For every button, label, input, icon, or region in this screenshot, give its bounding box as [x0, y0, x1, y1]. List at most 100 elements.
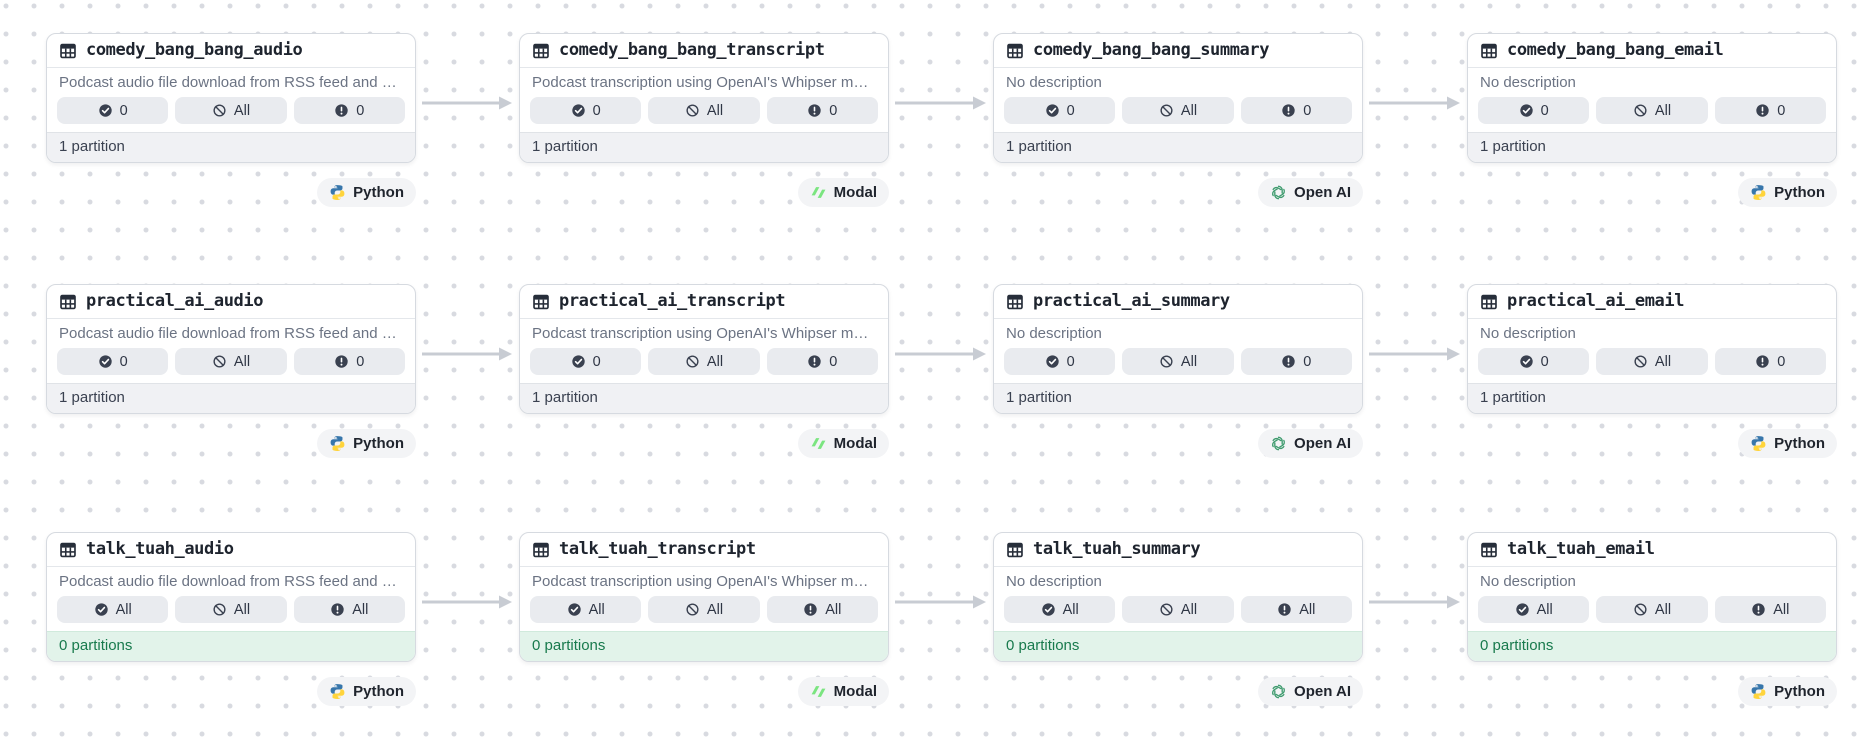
asset-card[interactable]: talk_tuah_summary No description All All… — [993, 532, 1363, 662]
check-status-pill[interactable]: All — [1122, 348, 1234, 375]
check-circle-icon — [98, 354, 113, 369]
check-status-value: All — [1654, 102, 1672, 119]
asset-card[interactable]: comedy_bang_bang_email No description 0 … — [1467, 33, 1837, 163]
check-status-value: All — [1536, 601, 1553, 618]
check-status-pill[interactable]: All — [648, 97, 760, 124]
check-status-pill[interactable]: 0 — [530, 348, 642, 375]
compute-kind-row: Python — [46, 677, 416, 706]
slash-circle-icon — [1633, 602, 1648, 617]
check-status-pill[interactable]: All — [293, 596, 405, 623]
compute-kind-row: Modal — [519, 178, 889, 207]
check-status-pill[interactable]: All — [175, 348, 287, 375]
asset-card[interactable]: practical_ai_transcript Podcast transcri… — [519, 284, 889, 414]
asset-card[interactable]: talk_tuah_transcript Podcast transcripti… — [519, 532, 889, 662]
check-status-row: 0 All 0 — [520, 97, 888, 124]
check-status-row: All All All — [994, 596, 1362, 623]
compute-kind-tag[interactable]: Python — [1738, 677, 1837, 706]
check-status-pill[interactable]: 0 — [1004, 97, 1116, 124]
check-status-pill[interactable]: 0 — [293, 97, 405, 124]
check-status-pill[interactable]: All — [1596, 97, 1708, 124]
compute-kind-tag[interactable]: Modal — [797, 429, 889, 458]
check-status-row: All All All — [1468, 596, 1836, 623]
compute-kind-label: Modal — [833, 683, 877, 700]
check-status-pill[interactable]: All — [57, 596, 169, 623]
compute-kind-tag[interactable]: Python — [317, 429, 416, 458]
check-status-pill[interactable]: 0 — [1478, 348, 1590, 375]
compute-kind-label: Python — [1774, 683, 1825, 700]
asset-card[interactable]: comedy_bang_bang_summary No description … — [993, 33, 1363, 163]
openai-icon — [1270, 184, 1287, 201]
check-status-value: 0 — [1777, 102, 1786, 119]
compute-kind-tag[interactable]: Open AI — [1258, 677, 1363, 706]
asset-description: No description — [1006, 325, 1102, 342]
compute-kind-tag[interactable]: Modal — [797, 677, 889, 706]
check-status-pill[interactable]: 0 — [1240, 348, 1352, 375]
compute-kind-label: Python — [353, 683, 404, 700]
check-status-pill[interactable]: 0 — [766, 97, 878, 124]
asset-card[interactable]: talk_tuah_email No description All All A… — [1467, 532, 1837, 662]
check-circle-icon — [1515, 602, 1530, 617]
asset-description: No description — [1480, 74, 1576, 91]
check-status-pill[interactable]: All — [1596, 348, 1708, 375]
check-status-pill[interactable]: All — [1596, 596, 1708, 623]
check-status-pill[interactable]: All — [648, 348, 760, 375]
check-status-pill[interactable]: 0 — [57, 97, 169, 124]
compute-kind-row: Open AI — [993, 429, 1363, 458]
check-status-pill[interactable]: All — [1714, 596, 1826, 623]
check-status-pill[interactable]: 0 — [1478, 97, 1590, 124]
alert-circle-icon — [1281, 354, 1296, 369]
asset-card-header: comedy_bang_bang_audio — [47, 34, 415, 68]
asset-node: practical_ai_summary No description 0 Al… — [993, 284, 1363, 458]
check-status-pill[interactable]: All — [530, 596, 642, 623]
check-status-pill[interactable]: 0 — [293, 348, 405, 375]
asset-card[interactable]: practical_ai_summary No description 0 Al… — [993, 284, 1363, 414]
check-status-value: 0 — [119, 353, 128, 370]
compute-kind-tag[interactable]: Open AI — [1258, 178, 1363, 207]
check-status-pill[interactable]: 0 — [1714, 97, 1826, 124]
check-status-pill[interactable]: 0 — [766, 348, 878, 375]
check-status-row: All All All — [47, 596, 415, 623]
check-circle-icon — [1041, 602, 1056, 617]
partition-footer: 1 partition — [994, 383, 1362, 413]
check-status-value: 0 — [829, 353, 838, 370]
check-status-pill[interactable]: All — [175, 596, 287, 623]
asset-card[interactable]: practical_ai_audio Podcast audio file do… — [46, 284, 416, 414]
compute-kind-tag[interactable]: Python — [317, 178, 416, 207]
check-status-pill[interactable]: All — [1122, 97, 1234, 124]
compute-kind-tag[interactable]: Modal — [797, 178, 889, 207]
check-circle-icon — [1045, 103, 1060, 118]
compute-kind-tag[interactable]: Open AI — [1258, 429, 1363, 458]
compute-kind-tag[interactable]: Python — [317, 677, 416, 706]
asset-card[interactable]: comedy_bang_bang_audio Podcast audio fil… — [46, 33, 416, 163]
check-status-value: 0 — [829, 102, 838, 119]
asset-card-header: talk_tuah_audio — [47, 533, 415, 567]
check-status-pill[interactable]: All — [1478, 596, 1590, 623]
asset-card[interactable]: comedy_bang_bang_transcript Podcast tran… — [519, 33, 889, 163]
asset-description: No description — [1006, 74, 1102, 91]
check-status-row: 0 All 0 — [994, 348, 1362, 375]
alert-circle-icon — [1751, 602, 1766, 617]
asset-node: talk_tuah_email No description All All A… — [1467, 532, 1837, 706]
asset-card[interactable]: talk_tuah_audio Podcast audio file downl… — [46, 532, 416, 662]
check-status-pill[interactable]: 0 — [530, 97, 642, 124]
check-status-pill[interactable]: All — [175, 97, 287, 124]
asset-card[interactable]: practical_ai_email No description 0 All … — [1467, 284, 1837, 414]
slash-circle-icon — [1159, 354, 1174, 369]
check-status-pill[interactable]: All — [1122, 596, 1234, 623]
check-status-pill[interactable]: All — [648, 596, 760, 623]
check-status-pill[interactable]: All — [1004, 596, 1116, 623]
check-status-pill[interactable]: All — [766, 596, 878, 623]
compute-kind-tag[interactable]: Python — [1738, 178, 1837, 207]
check-status-pill[interactable]: 0 — [1240, 97, 1352, 124]
check-status-pill[interactable]: 0 — [1004, 348, 1116, 375]
asset-node: comedy_bang_bang_transcript Podcast tran… — [519, 33, 889, 207]
asset-node: talk_tuah_transcript Podcast transcripti… — [519, 532, 889, 706]
check-status-pill[interactable]: 0 — [1714, 348, 1826, 375]
slash-circle-icon — [685, 602, 700, 617]
check-status-pill[interactable]: 0 — [57, 348, 169, 375]
compute-kind-tag[interactable]: Python — [1738, 429, 1837, 458]
asset-name: comedy_bang_bang_summary — [1033, 40, 1270, 60]
check-status-value: All — [1062, 601, 1079, 618]
check-status-pill[interactable]: All — [1240, 596, 1352, 623]
